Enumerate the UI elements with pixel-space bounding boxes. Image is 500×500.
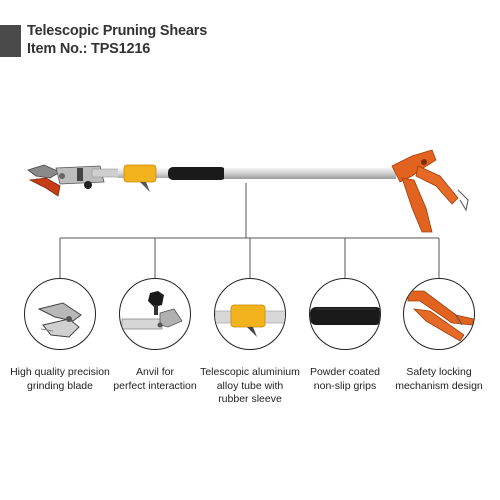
connector-lines [59,183,440,280]
caption-blade: High quality precision grinding blade [10,366,110,392]
caption-lock: Safety locking mechanism design [395,366,483,392]
caption-grip: Powder coated non-slip grips [309,366,381,392]
orange-handle [391,149,469,233]
title-marker [0,25,21,57]
product-title: Telescopic Pruning Shears [27,23,208,39]
rubber-grip [168,167,226,180]
grip-closeup-icon [309,278,381,350]
caption-tube: Telescopic aluminium alloy tube with rub… [200,366,300,405]
lock-closeup-icon [403,278,475,350]
tube-closeup-icon [214,278,286,350]
caption-anvil: Anvil for perfect interaction [113,366,197,392]
yellow-clamp [123,164,157,192]
outer-tube [224,168,396,179]
blade-closeup-icon [24,278,96,350]
anvil-closeup-icon [119,278,191,350]
blade-head [27,164,123,197]
item-number: Item No.: TPS1216 [27,41,151,57]
